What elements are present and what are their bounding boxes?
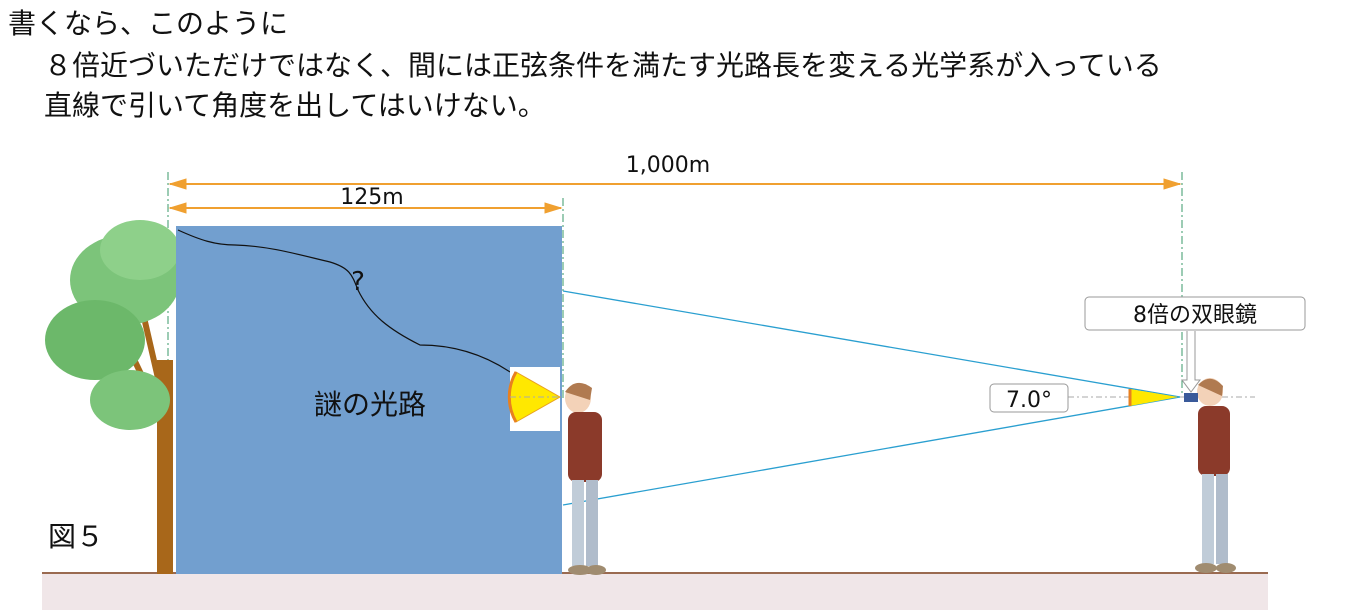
binoculars-icon bbox=[1184, 393, 1198, 402]
text-line-1: 書くなら、このように bbox=[8, 7, 289, 40]
mystery-optical-path-box bbox=[176, 226, 562, 574]
ray-upper bbox=[562, 290, 1181, 398]
angle-label-box bbox=[989, 383, 1069, 413]
figure-label: 図５ bbox=[48, 520, 104, 553]
tree-illustration bbox=[45, 220, 180, 574]
binocular-label: 8倍の双眼鏡 bbox=[1133, 303, 1257, 328]
person-near bbox=[565, 382, 606, 575]
arrow-down-icon bbox=[1181, 331, 1201, 393]
person-far bbox=[1184, 378, 1236, 573]
dimension-partial bbox=[168, 202, 563, 214]
angle-label: 7.0° bbox=[1006, 388, 1052, 413]
dimension-total bbox=[168, 178, 1182, 190]
ray-lower bbox=[562, 396, 1181, 506]
distance-total-label: 1,000m bbox=[626, 153, 710, 178]
distance-partial-label: 125m bbox=[340, 185, 403, 210]
unknown-path-curve bbox=[177, 229, 511, 373]
wedge-far bbox=[1130, 389, 1178, 406]
wedge-near-arc bbox=[507, 371, 518, 423]
text-line-2: ８倍近づいただけではなく、間には正弦条件を満たす光路長を変える光学系が入っている bbox=[44, 49, 1162, 82]
question-mark: ? bbox=[351, 267, 365, 297]
ground-band bbox=[42, 574, 1268, 610]
binocular-label-box bbox=[1084, 296, 1306, 331]
box-label: 謎の光路 bbox=[314, 388, 426, 421]
text-line-3: 直線で引いて角度を出してはいけない。 bbox=[44, 89, 546, 122]
